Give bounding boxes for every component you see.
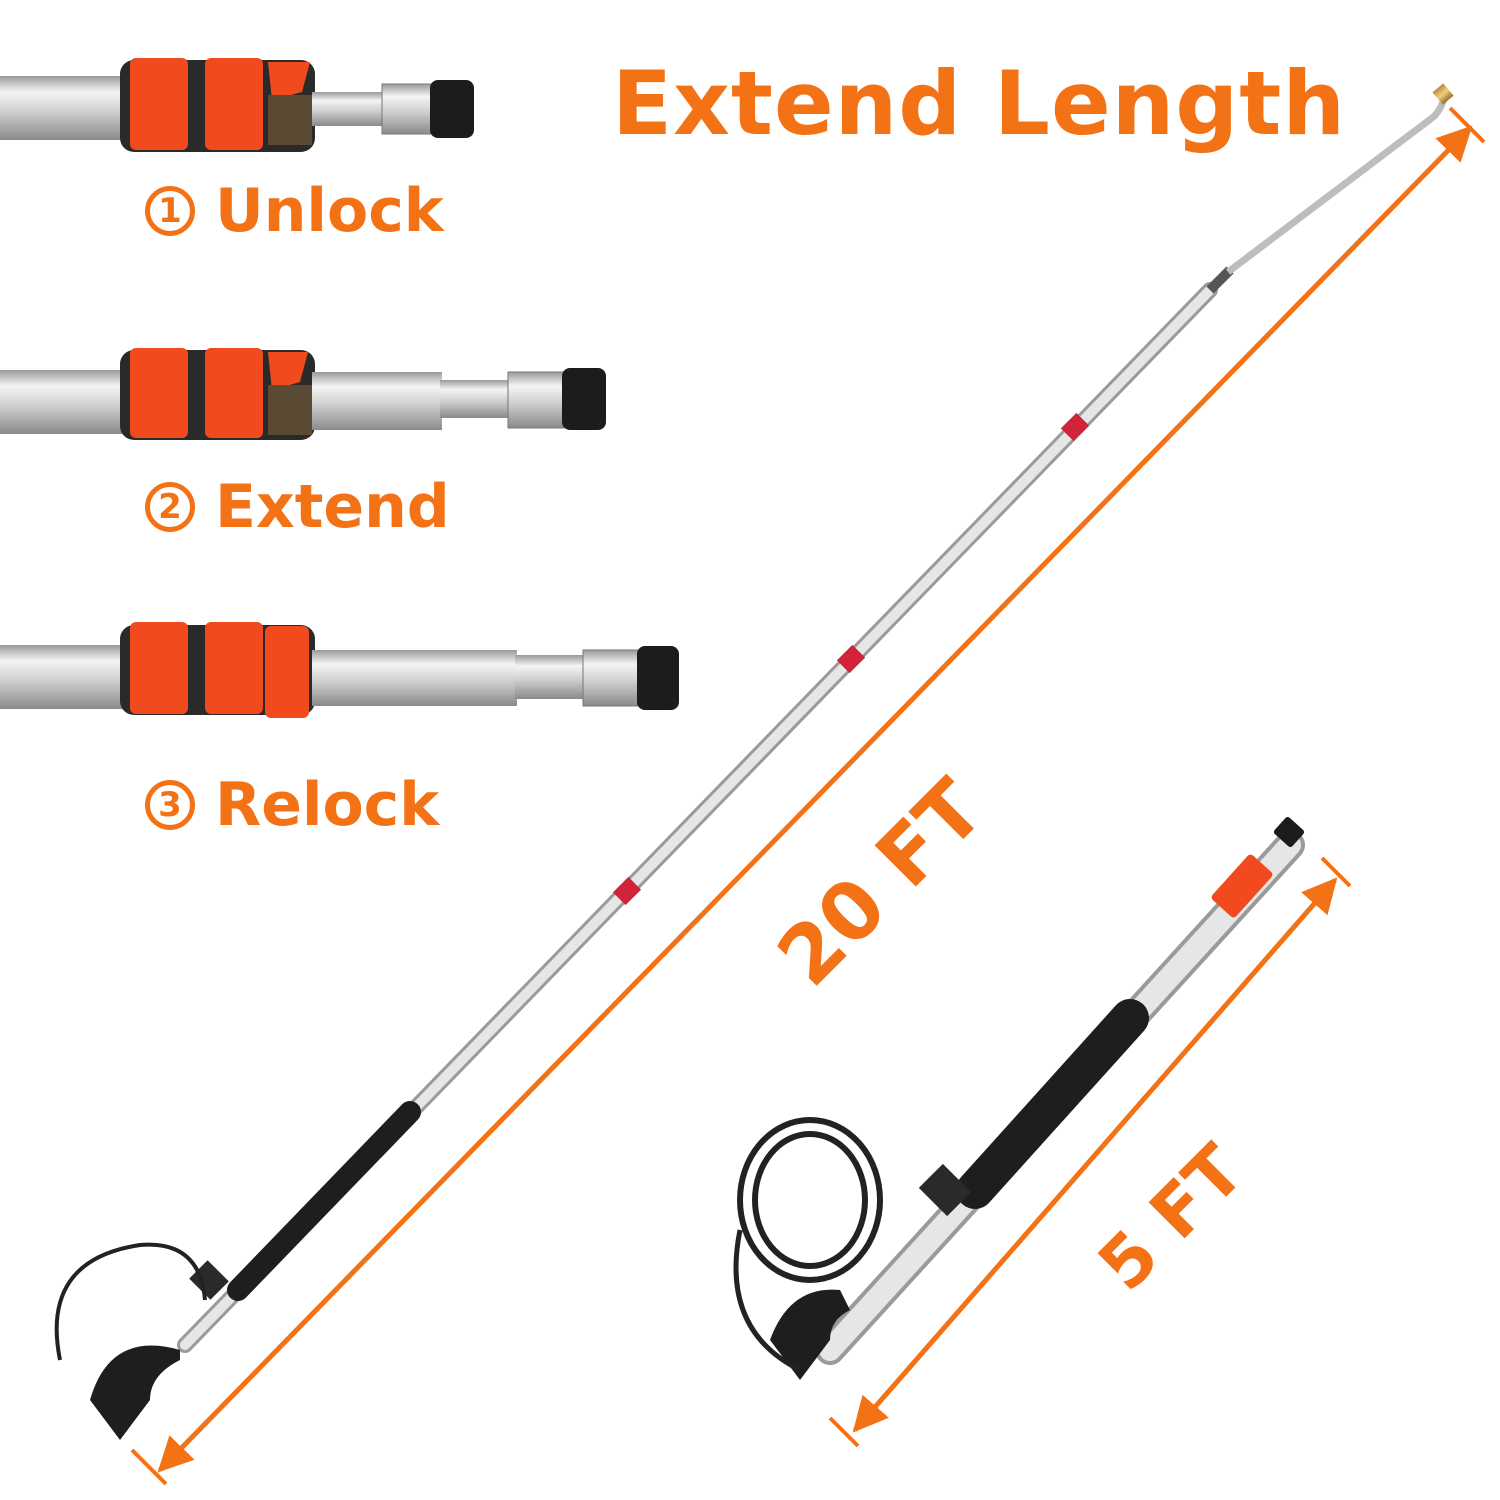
step-number-badge: 1 [145, 186, 195, 236]
lock-clip [205, 348, 263, 438]
dimension-arrow [157, 125, 1473, 1473]
lever-base [268, 385, 312, 435]
quick-coupler [562, 368, 606, 430]
closeup-unlock [0, 58, 474, 152]
extended-wand [54, 83, 1454, 1440]
lock-lever-closed [265, 626, 309, 718]
lock-clip [205, 58, 263, 150]
closeup-relock [0, 622, 679, 718]
lock-lever-open [268, 62, 310, 100]
inner-tube [312, 92, 384, 126]
dimension-tick [828, 1416, 860, 1448]
step-number-badge: 3 [145, 780, 195, 830]
wand-connector [1206, 266, 1234, 294]
lock-clip [205, 622, 263, 714]
dimension-5ft [828, 856, 1352, 1448]
step-label: Unlock [215, 176, 444, 246]
dimension-tick [130, 1448, 168, 1486]
lock-clip [130, 58, 188, 150]
headline: Extend Length [612, 52, 1347, 155]
quick-coupler [430, 80, 474, 138]
closeup-extend [0, 348, 606, 440]
step-extend: 2 Extend [145, 472, 450, 542]
inner-tube [440, 380, 510, 418]
foam-grip [227, 1101, 421, 1301]
step-relock: 3 Relock [145, 770, 439, 840]
dimension-20ft [130, 106, 1486, 1486]
hex-fitting [507, 371, 565, 429]
hex-fitting [582, 649, 640, 707]
quick-coupler [637, 646, 679, 710]
trigger-gun [90, 1345, 180, 1440]
nozzle-tip [1432, 83, 1454, 105]
lever-base [268, 95, 312, 145]
outer-tube [0, 645, 140, 709]
outer-tube [0, 76, 140, 140]
inner-tube [515, 655, 585, 699]
foam-grip [956, 999, 1149, 1209]
hose-coil [737, 1117, 883, 1283]
step-number-badge: 2 [145, 482, 195, 532]
dimension-tick [1320, 856, 1352, 888]
step-unlock: 1 Unlock [145, 176, 444, 246]
lock-clip [130, 348, 188, 438]
extended-tube [312, 372, 442, 430]
step-label: Extend [215, 472, 450, 542]
dimension-tick [1448, 106, 1486, 144]
extended-tube [312, 650, 517, 706]
hex-fitting [381, 83, 433, 135]
lock-clip [130, 622, 188, 714]
dimension-arrow [852, 877, 1338, 1433]
hose-coil [752, 1131, 868, 1269]
outer-tube [0, 370, 140, 434]
step-label: Relock [215, 770, 440, 840]
